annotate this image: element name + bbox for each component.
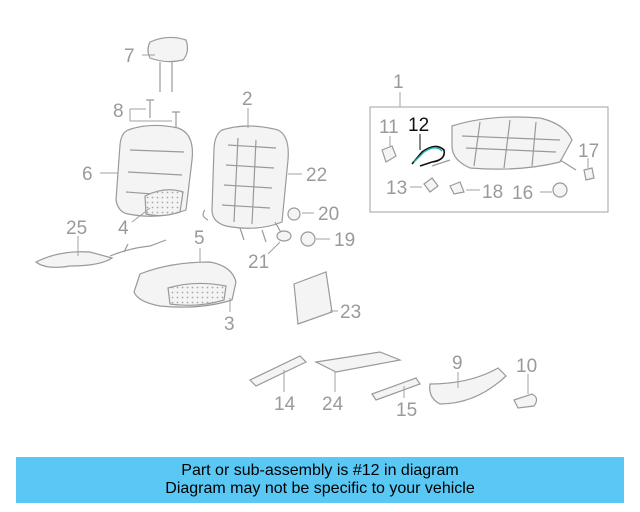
part-13-bracket: 13	[386, 177, 439, 199]
callout-24: 24	[322, 394, 344, 415]
callout-10: 10	[516, 356, 537, 377]
part-1-assembly: 1	[369, 72, 609, 213]
callout-2: 2	[242, 89, 253, 110]
callout-5: 5	[194, 228, 205, 249]
seat-parts-diagram: 7 8 6 4 2 22 20 19	[34, 36, 609, 421]
part-3-cushion: 5 3	[133, 228, 237, 335]
callout-21: 21	[248, 252, 269, 273]
part-24-panel: 24	[314, 351, 403, 415]
callout-20: 20	[318, 204, 339, 225]
part-6-seatback-cover: 6	[82, 124, 194, 217]
part-19-knob: 19	[300, 230, 355, 251]
callout-25: 25	[66, 218, 87, 239]
part-8-bolts: 8	[113, 99, 180, 128]
callout-22: 22	[306, 165, 327, 186]
callout-1: 1	[393, 72, 404, 93]
part-20-knob: 20	[287, 204, 339, 225]
callout-8: 8	[113, 101, 124, 122]
part-4-pad: 4	[118, 207, 151, 239]
callout-12: 12	[408, 115, 429, 136]
part-17-clip: 17	[578, 141, 599, 181]
part-18-clip: 18	[449, 181, 503, 203]
callout-7: 7	[124, 46, 135, 67]
part-10-knob: 10	[513, 356, 537, 409]
part-7-headrest: 7	[124, 36, 189, 92]
part-16-knob: 16	[512, 182, 568, 204]
callout-19: 19	[334, 230, 355, 251]
callout-6: 6	[82, 164, 93, 185]
callout-18: 18	[482, 182, 503, 203]
callout-15: 15	[396, 400, 417, 421]
part-21-cover: 21	[248, 230, 292, 273]
part-2-seatback-frame: 2 22	[202, 89, 327, 243]
part-11-clip: 11	[379, 117, 399, 163]
part-9-side-cover: 9	[429, 353, 507, 405]
callout-13: 13	[386, 178, 407, 199]
info-banner: Part or sub-assembly is #12 in diagram D…	[16, 457, 624, 503]
callout-23: 23	[340, 302, 361, 323]
callout-9: 9	[452, 353, 463, 374]
part-12-cable: 12	[408, 115, 446, 167]
part-14-trim: 14	[248, 355, 308, 415]
callout-16: 16	[512, 183, 533, 204]
banner-line-part: Part or sub-assembly is #12 in diagram	[181, 462, 459, 479]
callout-4: 4	[118, 218, 129, 239]
callout-3: 3	[224, 314, 235, 335]
part-15-rail: 15	[371, 377, 421, 421]
part-23-pad: 23	[293, 271, 361, 325]
part-25-harness: 25	[34, 218, 167, 268]
callout-11: 11	[379, 117, 399, 138]
callout-17: 17	[578, 141, 599, 162]
callout-14: 14	[274, 394, 296, 415]
banner-line-disclaimer: Diagram may not be specific to your vehi…	[165, 480, 475, 497]
